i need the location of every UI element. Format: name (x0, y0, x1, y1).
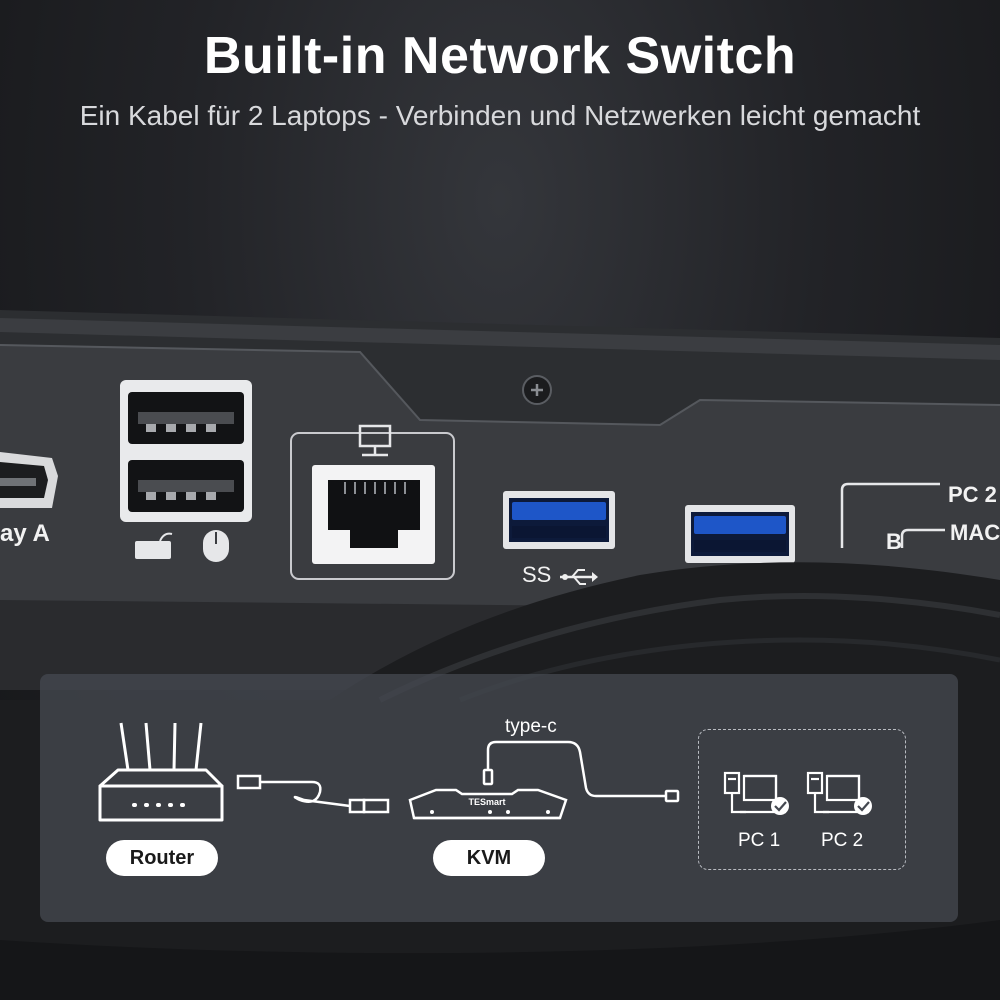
kvm-switch-icon (408, 788, 568, 820)
pc-2-label: PC 2 (821, 830, 864, 851)
network-icon (358, 424, 392, 457)
type-c-label: type-c (505, 716, 557, 737)
router-icon (98, 722, 224, 822)
page-title: Built-in Network Switch (203, 27, 797, 85)
usb-symbol-icon (560, 569, 598, 585)
mouse-icon (203, 530, 229, 562)
pc-1-label: PC 1 (738, 830, 781, 851)
port-label-left: ay A (0, 520, 50, 547)
usb3-port-1 (503, 491, 615, 549)
kvm-label: KVM (433, 840, 545, 876)
type-c-cable-icon (482, 740, 680, 803)
router-label: Router (106, 840, 218, 876)
label-pc2: PC 2 (948, 482, 997, 507)
pc-2-icon (806, 771, 872, 815)
screw-icon (522, 375, 552, 405)
hdmi-port (0, 452, 58, 508)
ethernet-cable-icon (236, 774, 390, 814)
usb3-port-2 (685, 505, 795, 563)
usb-ss-label: SS (522, 562, 552, 587)
pc-1-icon (723, 771, 789, 815)
pc-group-box (698, 729, 906, 870)
label-b: B (886, 529, 902, 554)
label-mac: MAC (950, 520, 1000, 545)
keyboard-icon (135, 532, 173, 559)
usb-keyboard-mouse-ports (120, 380, 252, 522)
ethernet-port (290, 432, 455, 580)
kvm-brand-label: TESmart (468, 797, 505, 807)
network-diagram-panel (40, 674, 958, 922)
page-subtitle: Ein Kabel für 2 Laptops - Verbinden und … (79, 100, 921, 131)
